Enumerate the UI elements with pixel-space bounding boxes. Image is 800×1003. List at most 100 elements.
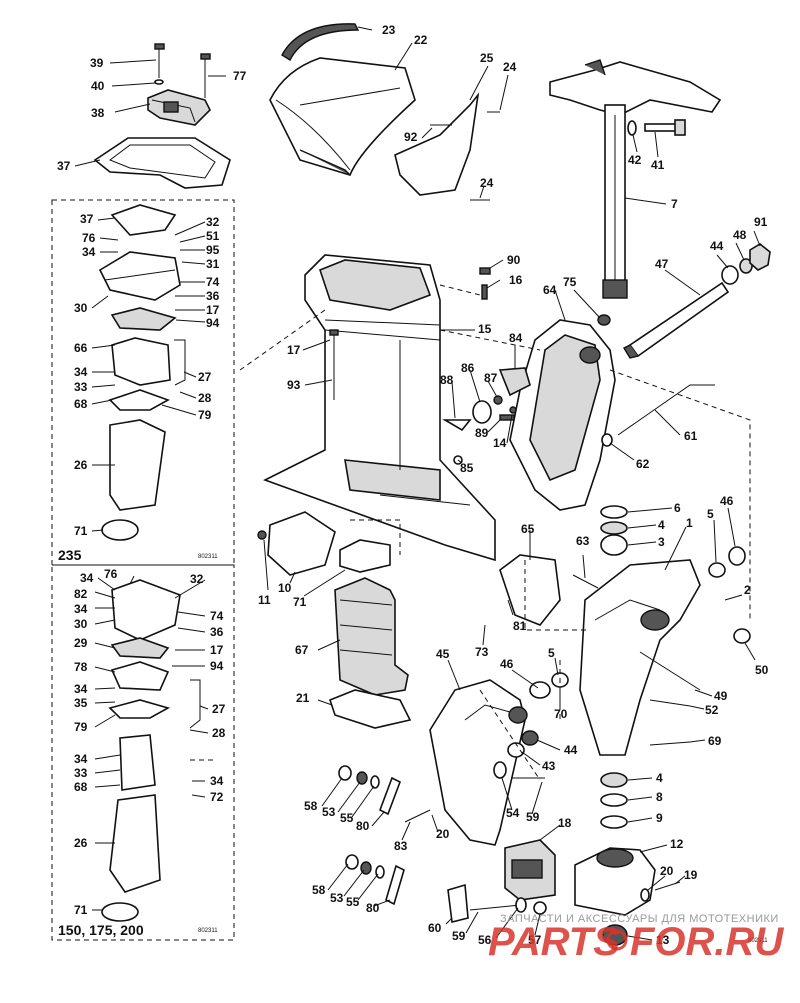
callout-27-lowbox: 27	[212, 702, 226, 716]
callout-32-lowbox: 32	[190, 572, 204, 586]
callout-20-mid: 20	[436, 827, 450, 841]
callout-56: 56	[478, 933, 492, 947]
callout-21: 21	[296, 691, 310, 705]
bolt-83	[404, 809, 431, 823]
callout-30-box: 30	[74, 301, 88, 315]
link-80-lower	[385, 864, 405, 906]
bushing-43	[507, 742, 525, 758]
callout-27-box: 27	[198, 370, 212, 384]
callout-89: 89	[475, 426, 489, 440]
callout-3: 3	[658, 535, 665, 549]
handle-23	[281, 23, 360, 62]
callout-9: 9	[656, 811, 663, 825]
gasket-21	[329, 689, 412, 729]
callout-24-top: 24	[503, 60, 517, 74]
callout-47: 47	[655, 257, 669, 271]
variant-label-235: 235	[58, 547, 82, 563]
pin-52	[649, 699, 691, 707]
washer-55-upper	[370, 775, 380, 789]
callout-33-lowbox: 33	[74, 766, 88, 780]
washer-56	[515, 897, 527, 913]
washer-55-lower	[375, 865, 385, 879]
washer-42	[627, 120, 637, 136]
callout-68-box: 68	[74, 397, 88, 411]
callout-36-box: 36	[206, 289, 220, 303]
block-18	[504, 839, 556, 901]
callout-76-lowbox: 76	[104, 567, 118, 581]
callout-48: 48	[733, 228, 747, 242]
callout-73: 73	[475, 645, 489, 659]
ring-9	[600, 815, 628, 829]
callout-87: 87	[484, 371, 498, 385]
callout-14: 14	[493, 436, 507, 450]
cover-22	[269, 57, 416, 176]
callout-75: 75	[563, 275, 577, 289]
bolt-59-lower	[469, 904, 521, 911]
callout-52: 52	[705, 703, 719, 717]
callout-34-lowbox-b: 34	[74, 602, 88, 616]
link-80-upper	[378, 776, 402, 816]
regulator-assembly	[147, 43, 211, 126]
callout-35: 35	[74, 696, 88, 710]
logo-gear-icon	[606, 929, 628, 951]
stern-bracket-1	[579, 559, 701, 756]
clip-87	[493, 395, 503, 405]
callout-19: 19	[684, 868, 698, 882]
plate-60	[447, 883, 469, 923]
bracket-25	[394, 92, 480, 196]
drawing-code-lower: 802311	[198, 928, 218, 934]
callout-74-box: 74	[206, 275, 220, 289]
spring-86	[472, 400, 492, 424]
bushing-58-lower	[345, 854, 359, 870]
callout-34-lowbox-e: 34	[210, 774, 224, 788]
callout-72: 72	[210, 790, 224, 804]
partsfor-logo: PARTS FOR.RU	[488, 920, 784, 964]
callout-59-mid: 59	[526, 810, 540, 824]
callout-55-lower: 55	[346, 895, 360, 909]
callout-77: 77	[233, 69, 247, 83]
stern-bracket-45	[429, 679, 528, 846]
callout-71-lowbox: 71	[74, 903, 88, 917]
nut-53-upper	[356, 771, 368, 785]
callout-46-left: 46	[500, 657, 514, 671]
nut-91	[749, 243, 771, 271]
bushing-4-lower	[600, 772, 628, 788]
callout-40: 40	[91, 79, 105, 93]
bushing-50	[733, 628, 751, 644]
nut-90	[479, 267, 491, 275]
callout-94-lowbox: 94	[210, 659, 224, 673]
pin-49	[639, 651, 701, 691]
callout-86: 86	[461, 361, 475, 375]
washer-20-right	[640, 888, 650, 902]
logo-right: FOR.RU	[630, 920, 784, 964]
callout-58-upper: 58	[304, 799, 318, 813]
callout-17-lowbox: 17	[210, 643, 224, 657]
callout-16: 16	[509, 273, 523, 287]
callout-13: 13	[656, 933, 670, 947]
callout-28-lowbox: 28	[212, 726, 226, 740]
callout-74-lowbox: 74	[210, 609, 224, 623]
callout-94-box: 94	[206, 316, 220, 330]
drawing-code-bottom: 802311	[748, 938, 768, 944]
callout-79-lowbox: 79	[74, 720, 88, 734]
callout-34-lowbox-a: 34	[80, 571, 94, 585]
variant-box-150-175-200	[51, 564, 235, 941]
callout-61: 61	[684, 429, 698, 443]
callout-67: 67	[295, 643, 309, 657]
carburetor-stack-235	[98, 204, 186, 541]
callout-45: 45	[436, 647, 450, 661]
callout-81: 81	[513, 619, 527, 633]
tilt-lock-rod-61	[617, 384, 715, 436]
bracket-65	[499, 554, 561, 626]
watermark-text: ЗАПЧАСТИ И АКСЕССУАРЫ ДЛЯ МОТОТЕХНИКИ	[500, 913, 779, 925]
callout-17-box: 17	[206, 303, 220, 317]
callout-22: 22	[414, 33, 428, 47]
callout-29: 29	[74, 636, 88, 650]
callout-50: 50	[755, 663, 769, 677]
screw-11	[257, 530, 267, 540]
callout-63: 63	[576, 534, 590, 548]
callout-79-box: 79	[198, 408, 212, 422]
callout-25: 25	[480, 51, 494, 65]
callout-64: 64	[543, 283, 557, 297]
